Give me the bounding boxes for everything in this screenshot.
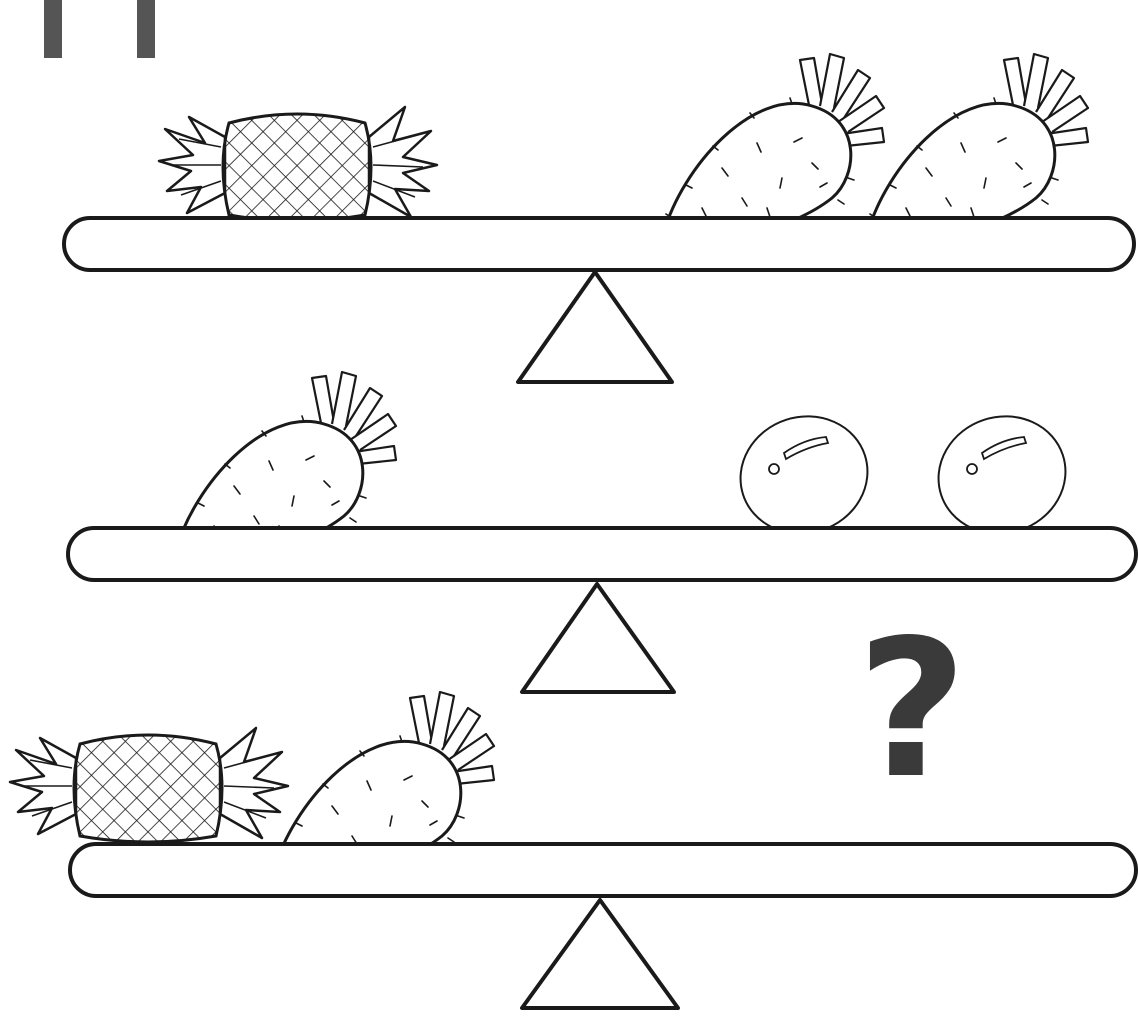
seesaw-plank <box>64 218 1134 270</box>
fulcrum-triangle <box>522 900 678 1008</box>
fulcrum-triangle <box>518 272 672 382</box>
corner-bar-right <box>137 0 155 58</box>
pineapple-candy-icon <box>10 728 288 842</box>
seesaw-plank <box>70 844 1136 896</box>
question-mark: ? <box>852 600 972 820</box>
seesaw-plank <box>68 528 1136 580</box>
fulcrum-triangle <box>522 584 674 692</box>
scale-1 <box>64 54 1134 382</box>
corner-bar-left <box>44 0 62 58</box>
scale-2 <box>68 372 1136 692</box>
pineapple-candy-icon <box>159 107 437 221</box>
